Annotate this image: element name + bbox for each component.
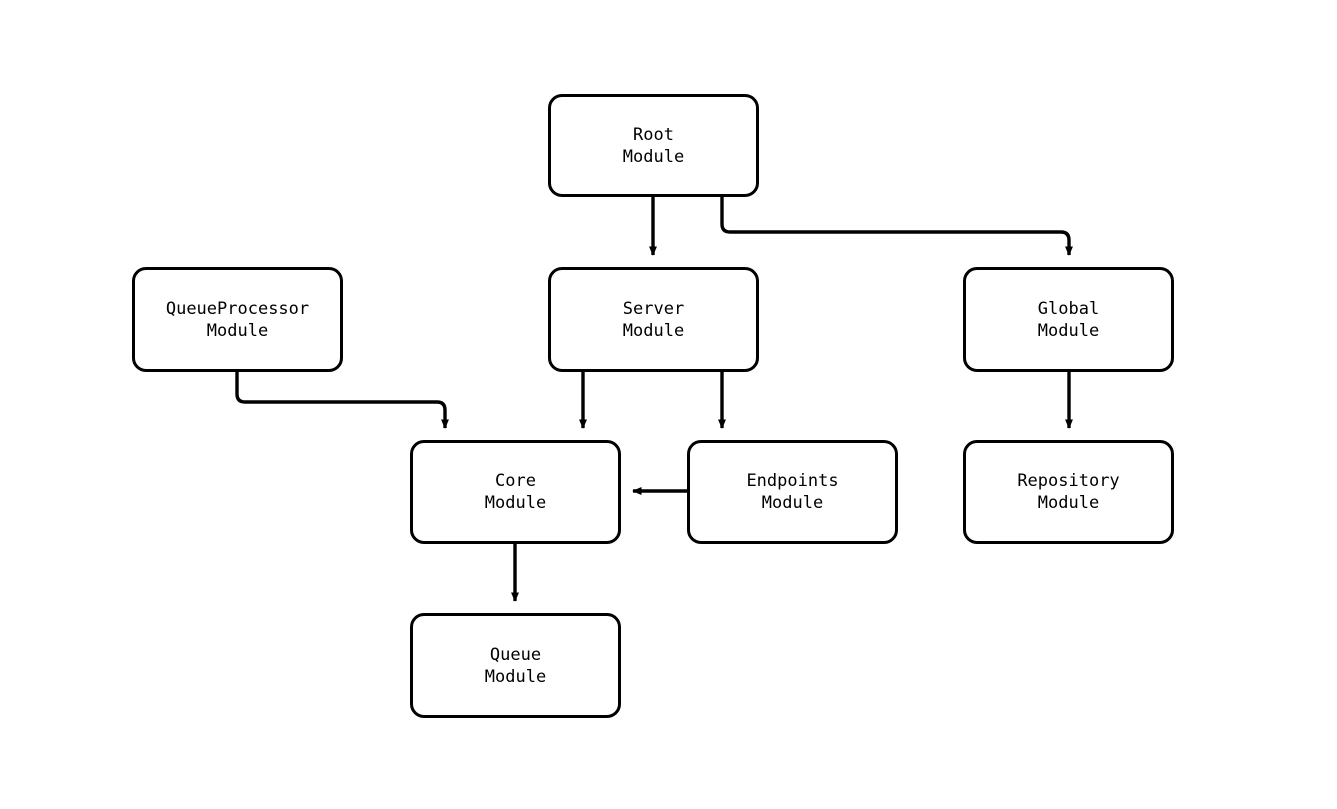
node-endpoints-module[interactable]: Endpoints Module bbox=[687, 440, 898, 544]
node-server-module[interactable]: Server Module bbox=[548, 267, 759, 372]
node-root-module[interactable]: Root Module bbox=[548, 94, 759, 197]
node-queueprocessor-module[interactable]: QueueProcessor Module bbox=[132, 267, 343, 372]
node-label: Endpoints Module bbox=[746, 471, 839, 513]
node-label: QueueProcessor Module bbox=[165, 298, 310, 341]
node-label: Repository Module bbox=[1017, 471, 1120, 513]
node-core-module[interactable]: Core Module bbox=[410, 440, 621, 544]
node-label: Core Module bbox=[484, 471, 547, 513]
node-global-module[interactable]: Global Module bbox=[963, 267, 1174, 372]
node-repository-module[interactable]: Repository Module bbox=[963, 440, 1174, 544]
node-label: Queue Module bbox=[484, 644, 547, 687]
node-queue-module[interactable]: Queue Module bbox=[410, 613, 621, 718]
edge-root-to-global bbox=[720, 197, 1073, 256]
edge-queueprocessor-to-core bbox=[235, 372, 449, 429]
node-label: Server Module bbox=[622, 298, 685, 341]
node-label: Root Module bbox=[622, 124, 685, 167]
node-label: Global Module bbox=[1037, 298, 1100, 341]
